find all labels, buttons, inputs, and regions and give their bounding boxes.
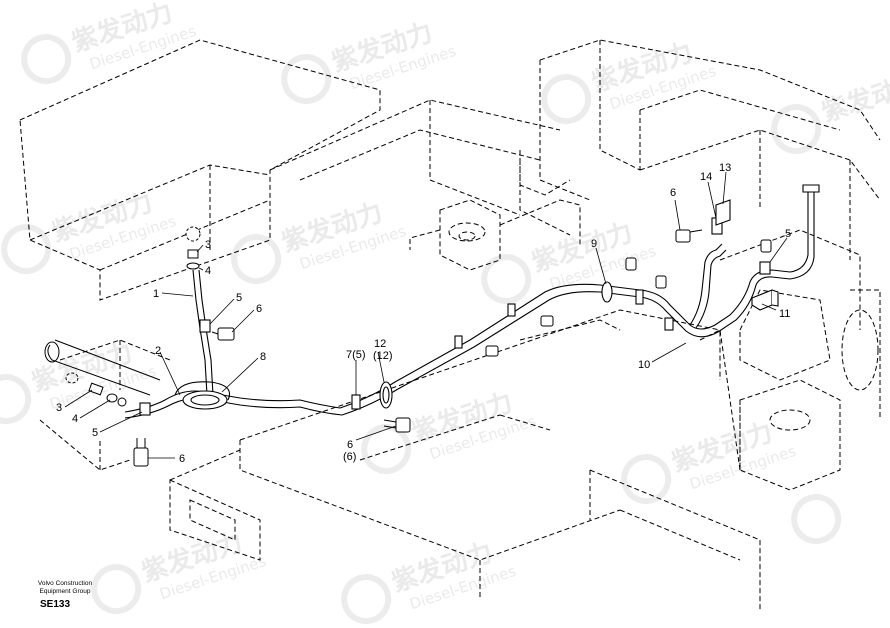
clamp-5-left <box>139 402 151 416</box>
callout-3-upper: 3 <box>205 239 211 251</box>
callout-3-left: 3 <box>56 402 62 414</box>
fitting-3-body <box>187 249 199 259</box>
callout-7: 7(5) <box>346 349 366 361</box>
callout-6-upper: 6 <box>256 303 262 315</box>
watermark: 紫发动力 Diesel-Engines <box>341 537 518 625</box>
watermark: 紫发动力 Diesel-Engines <box>281 17 458 105</box>
fitting-3-upper <box>185 226 201 270</box>
fitting-3-left <box>88 382 127 407</box>
watermark: 紫发动力 Diesel-Engines <box>621 417 798 505</box>
watermark: 紫发动力 Diesel-Engines <box>0 337 158 425</box>
callout-2: 2 <box>155 345 161 357</box>
callout-labels: 3 4 1 5 6 2 8 3 4 5 6 7(5) 12 (12) 6 (6)… <box>56 162 791 465</box>
bolt-b <box>540 315 554 327</box>
callout-9: 9 <box>591 238 597 250</box>
clamp-5-upper <box>199 319 211 333</box>
watermark: 紫发动力 <box>771 67 890 155</box>
callout-5-left: 5 <box>92 427 98 439</box>
clamps <box>139 199 779 416</box>
clamp-7 <box>351 394 361 410</box>
company-line-1: Volvo Construction <box>37 580 93 587</box>
bracket-13 <box>715 199 731 226</box>
clamp-c <box>635 289 644 305</box>
callout-12: 12 <box>374 338 386 350</box>
bolt-d <box>655 275 667 289</box>
left-tube <box>44 339 161 396</box>
callout-6-right: 6 <box>670 187 676 199</box>
watermark: 紫发动力 Diesel-Engines <box>91 527 268 615</box>
bolt-6-center <box>383 417 411 433</box>
clamp-b <box>507 303 516 317</box>
company-name: Volvo Construction Equipment Group <box>30 580 100 596</box>
clamp-10 <box>664 317 674 331</box>
callout-10: 10 <box>638 359 650 371</box>
callout-4-upper: 4 <box>205 265 211 277</box>
callout-1: 1 <box>153 288 159 300</box>
watermark <box>791 494 842 545</box>
watermark: 紫发动力 Diesel-Engines <box>361 387 538 475</box>
bracket-11-side <box>771 289 779 307</box>
bolt-a <box>485 345 499 357</box>
bolt-c <box>625 257 637 271</box>
callout-14: 14 <box>700 171 712 183</box>
grommet-8-inner <box>190 394 220 406</box>
clamp-5-right <box>759 261 771 275</box>
bolt-e <box>760 239 772 253</box>
callout-6-left: 6 <box>179 453 185 465</box>
company-line-2: Equipment Group <box>39 588 91 595</box>
callout-5-upper: 5 <box>236 292 242 304</box>
fittings <box>88 226 201 407</box>
callout-5-right: 5 <box>785 228 791 240</box>
bracket-11 <box>751 289 773 311</box>
callout-11: 11 <box>779 308 790 320</box>
bolt-6-upper <box>211 327 235 341</box>
callout-6-center: 6 <box>347 439 353 451</box>
grommet-12-inner <box>382 386 390 404</box>
washer-4-upper <box>186 262 200 270</box>
bolt-6-right <box>675 229 703 243</box>
watermark: 紫发动力 Diesel-Engines <box>541 37 718 125</box>
callout-13: 13 <box>719 162 731 174</box>
watermark: 紫发动力 Diesel-Engines <box>231 197 408 285</box>
leader-lines <box>64 171 788 459</box>
watermark: 紫发动力 Diesel-Engines <box>21 0 198 85</box>
grommet-9 <box>601 281 613 303</box>
callout-6-paren: (6) <box>343 451 356 463</box>
callout-4-left: 4 <box>72 413 78 425</box>
callout-8: 8 <box>260 351 266 363</box>
drawing-caption: Volvo Construction Equipment Group SE133 <box>30 580 100 610</box>
bolt-6-left <box>133 438 149 467</box>
machine-outline <box>19 39 881 610</box>
drawing-code: SE133 <box>40 599 71 610</box>
clamp-a <box>454 335 463 349</box>
bolts <box>133 229 772 467</box>
callout-12-paren: (12) <box>373 350 393 362</box>
